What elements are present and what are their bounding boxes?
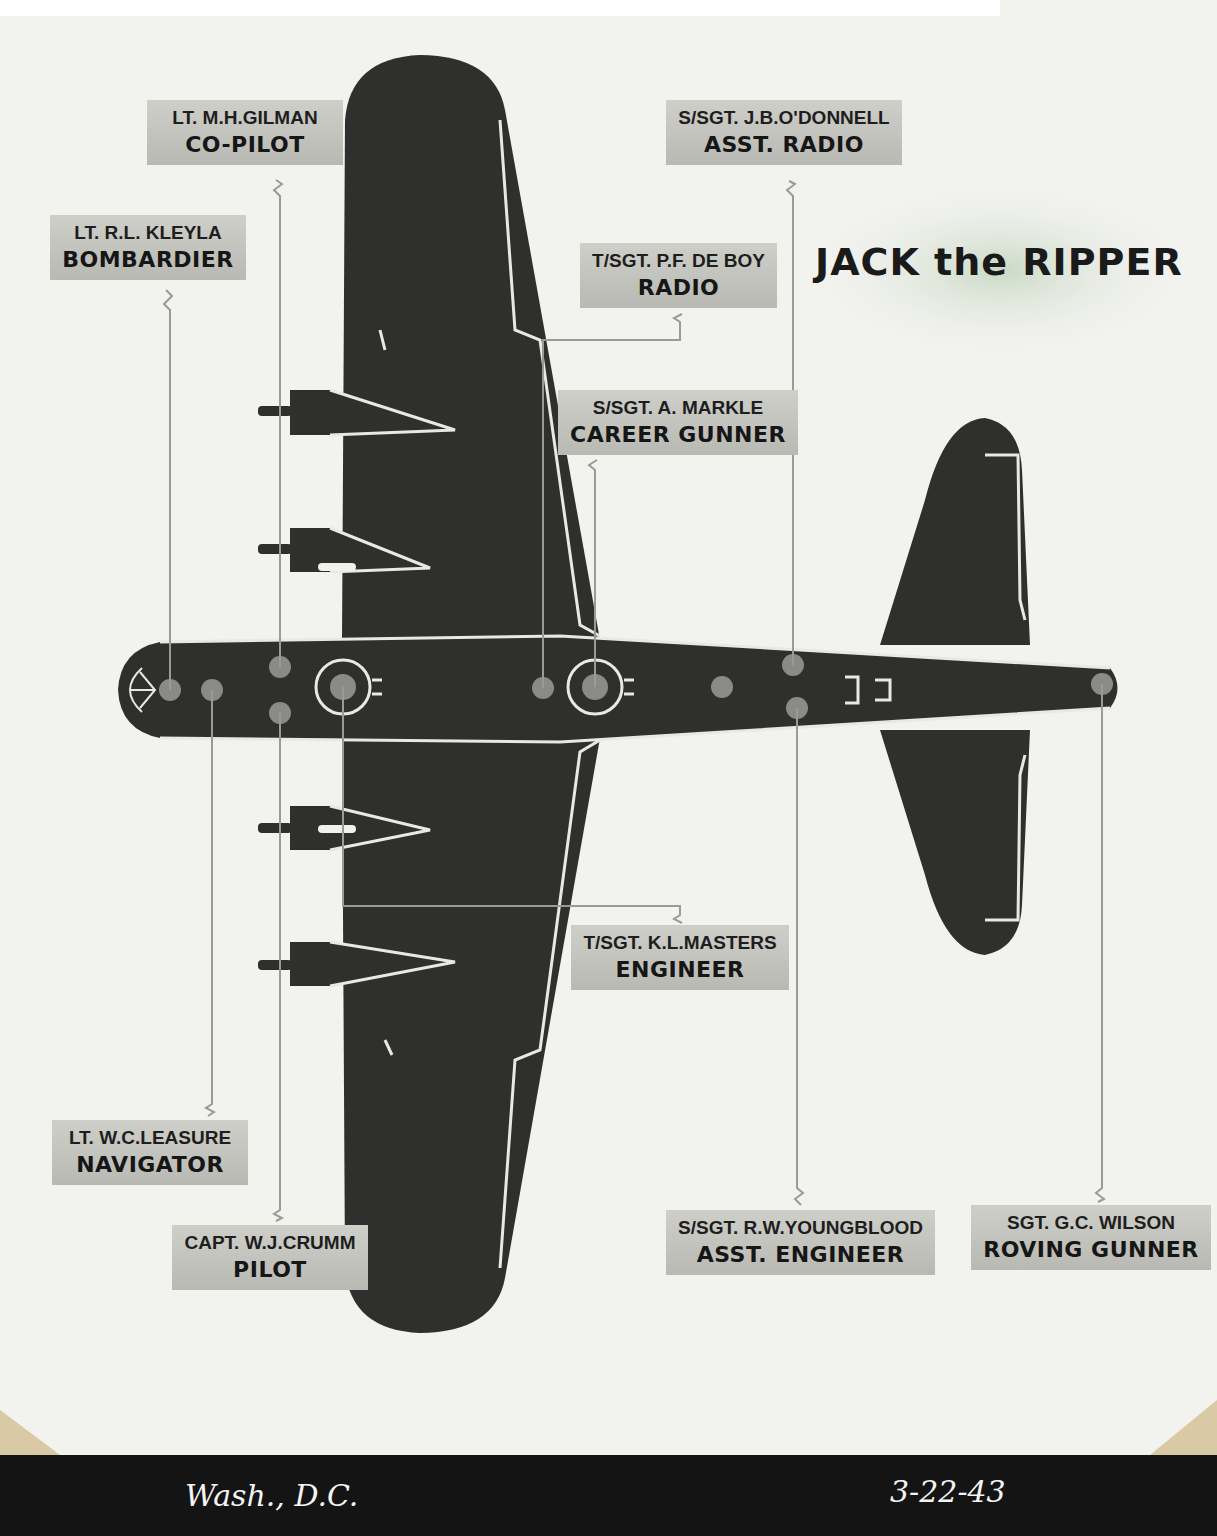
crew-name: S/SGT. R.W.YOUNGBLOOD [678, 1215, 923, 1241]
crew-label-box: LT. R.L. KLEYLABOMBARDIER [50, 215, 246, 280]
crew-name: LT. R.L. KLEYLA [62, 220, 234, 246]
aircraft-name: JACK the RIPPER [815, 240, 1183, 284]
crew-role: RADIO [592, 274, 765, 302]
crew-role: ASST. ENGINEER [678, 1241, 923, 1269]
crew-name: T/SGT. K.L.MASTERS [583, 930, 777, 956]
crew-name: LT. W.C.LEASURE [64, 1125, 236, 1151]
crew-label-box: T/SGT. K.L.MASTERSENGINEER [571, 925, 789, 990]
crew-label-box: S/SGT. J.B.O'DONNELLASST. RADIO [666, 100, 902, 165]
crew-role: ASST. RADIO [678, 131, 890, 159]
handwritten-note: 3-22-43 [890, 1474, 1006, 1509]
crew-name: T/SGT. P.F. DE BOY [592, 248, 765, 274]
crew-label-box: LT. W.C.LEASURENAVIGATOR [52, 1120, 248, 1185]
crew-label-box: S/SGT. A. MARKLECAREER GUNNER [558, 390, 798, 455]
crew-label-box: CAPT. W.J.CRUMMPILOT [172, 1225, 368, 1290]
crew-role: CO-PILOT [159, 131, 331, 159]
crew-name: S/SGT. A. MARKLE [570, 395, 786, 421]
crew-role: PILOT [184, 1256, 356, 1284]
crew-label-box: T/SGT. P.F. DE BOYRADIO [580, 243, 777, 308]
crew-label-box: SGT. G.C. WILSONROVING GUNNER [971, 1205, 1211, 1270]
crew-name: CAPT. W.J.CRUMM [184, 1230, 356, 1256]
handwritten-note: Wash., D.C. [185, 1478, 358, 1513]
crew-role: CAREER GUNNER [570, 421, 786, 449]
crew-name: SGT. G.C. WILSON [983, 1210, 1199, 1236]
crew-role: ROVING GUNNER [983, 1236, 1199, 1264]
crew-label-box: S/SGT. R.W.YOUNGBLOODASST. ENGINEER [666, 1210, 935, 1275]
crew-name: LT. M.H.GILMAN [159, 105, 331, 131]
crew-role: BOMBARDIER [62, 246, 234, 274]
crew-role: NAVIGATOR [64, 1151, 236, 1179]
crew-label-box: LT. M.H.GILMANCO-PILOT [147, 100, 343, 165]
crew-role: ENGINEER [583, 956, 777, 984]
crew-name: S/SGT. J.B.O'DONNELL [678, 105, 890, 131]
